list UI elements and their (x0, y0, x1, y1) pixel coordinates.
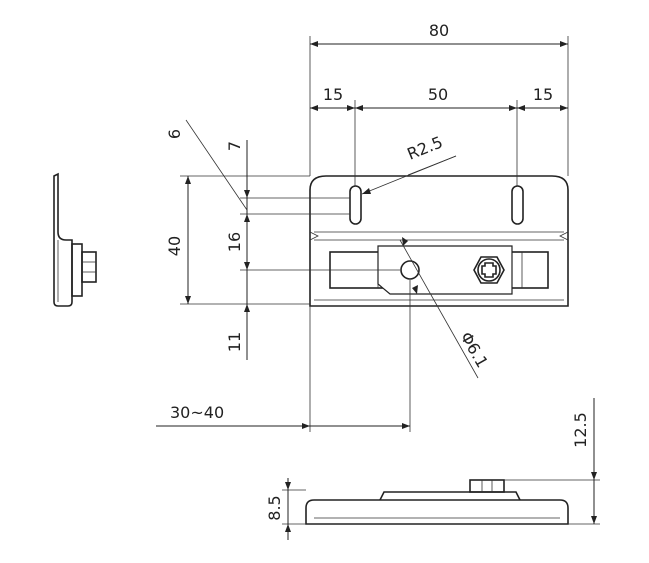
dim-15-left-label: 15 (323, 85, 343, 104)
dim-6-label: 6 (165, 129, 184, 139)
dim-11-label: 11 (225, 332, 244, 352)
adjust-dimension: 30~40 (156, 280, 411, 432)
side-view (53, 172, 97, 307)
phillips-cross (481, 262, 497, 278)
bottom-plate (305, 499, 569, 525)
bottom-screw (469, 479, 505, 493)
screw-washer (477, 258, 501, 282)
dim-16-label: 16 (225, 232, 244, 252)
right-slot (511, 185, 524, 225)
right-notch (559, 231, 569, 241)
side-slider (71, 243, 83, 297)
r25-leader-tail (407, 155, 457, 176)
dim-50-label: 50 (428, 85, 448, 104)
left-slot (349, 185, 362, 225)
top-dimensions: 80 15 50 15 R2.5 (309, 21, 569, 195)
dim-80-label: 80 (429, 21, 449, 40)
dim-r25-label: R2.5 (404, 132, 445, 163)
side-screw-head (81, 251, 97, 283)
dim-6-leader (185, 119, 248, 211)
dim-85-label: 8.5 (265, 495, 284, 520)
mounting-hole (400, 260, 420, 280)
dim-7-label: 7 (225, 141, 244, 151)
bottom-view: 8.5 12.5 (265, 398, 600, 540)
left-dimensions: 40 7 16 11 6 (165, 119, 400, 360)
phi-leader (399, 239, 479, 379)
dim-40-label: 40 (165, 236, 184, 256)
left-notch (309, 231, 319, 241)
slider-block (377, 245, 513, 295)
bottom-slider (379, 491, 521, 501)
dim-125-label: 12.5 (571, 412, 590, 448)
hex-screw-head (473, 256, 505, 284)
front-view (309, 175, 569, 307)
bracket-plate-outline (309, 175, 569, 307)
dim-15-right-label: 15 (533, 85, 553, 104)
side-bracket-profile (53, 172, 73, 307)
dim-adjust-label: 30~40 (170, 403, 224, 422)
